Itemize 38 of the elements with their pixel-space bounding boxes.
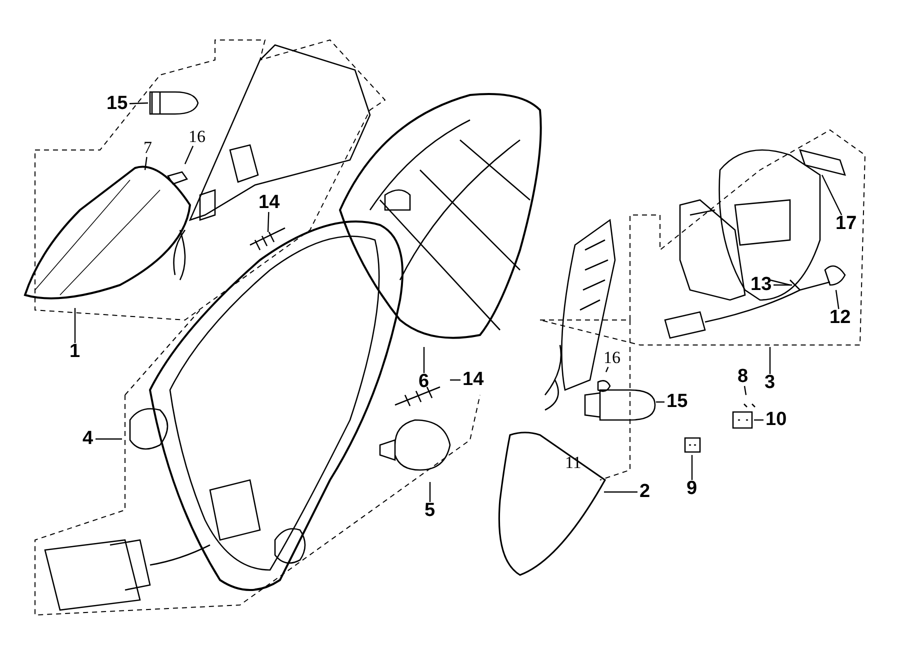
leader-line <box>656 401 664 403</box>
leader-line <box>769 347 771 374</box>
callout-number: 6 <box>418 372 430 392</box>
callout-number: 16 <box>188 127 206 147</box>
callout-number: 10 <box>764 410 788 430</box>
callout-number: 1 <box>68 342 82 362</box>
callout-number: 2 <box>638 482 652 502</box>
leader-line <box>774 284 792 286</box>
leader-line <box>604 491 638 493</box>
leader-line <box>835 290 840 310</box>
callout-number: 8 <box>736 367 750 387</box>
leader-line <box>744 386 747 396</box>
leader-line <box>821 174 842 216</box>
callout-number: 3 <box>764 373 776 393</box>
leader-line <box>450 379 460 381</box>
leader-line <box>754 419 764 421</box>
callout-number: 13 <box>750 275 773 295</box>
callout-number: 7 <box>142 138 153 158</box>
callout-number: 12 <box>828 308 852 328</box>
callout-number: 5 <box>424 501 436 521</box>
leader-line <box>96 438 122 440</box>
callout-number: 4 <box>82 429 94 449</box>
leader-line <box>74 308 76 343</box>
callout-number: 14 <box>462 370 485 390</box>
callout-number: 14 <box>258 193 281 213</box>
leader-line <box>144 156 148 170</box>
callout-number: 9 <box>686 479 698 499</box>
leader-line <box>605 366 609 372</box>
callout-number: 16 <box>602 348 622 368</box>
leader-line <box>129 102 148 104</box>
leader-line <box>184 146 194 164</box>
leader-line <box>423 347 425 373</box>
leader-line <box>691 455 693 480</box>
callout-number: 15 <box>106 94 129 114</box>
callout-number: 15 <box>666 392 689 412</box>
leader-line <box>267 212 270 232</box>
leader-line <box>429 482 431 502</box>
callout-number: 17 <box>834 214 858 234</box>
